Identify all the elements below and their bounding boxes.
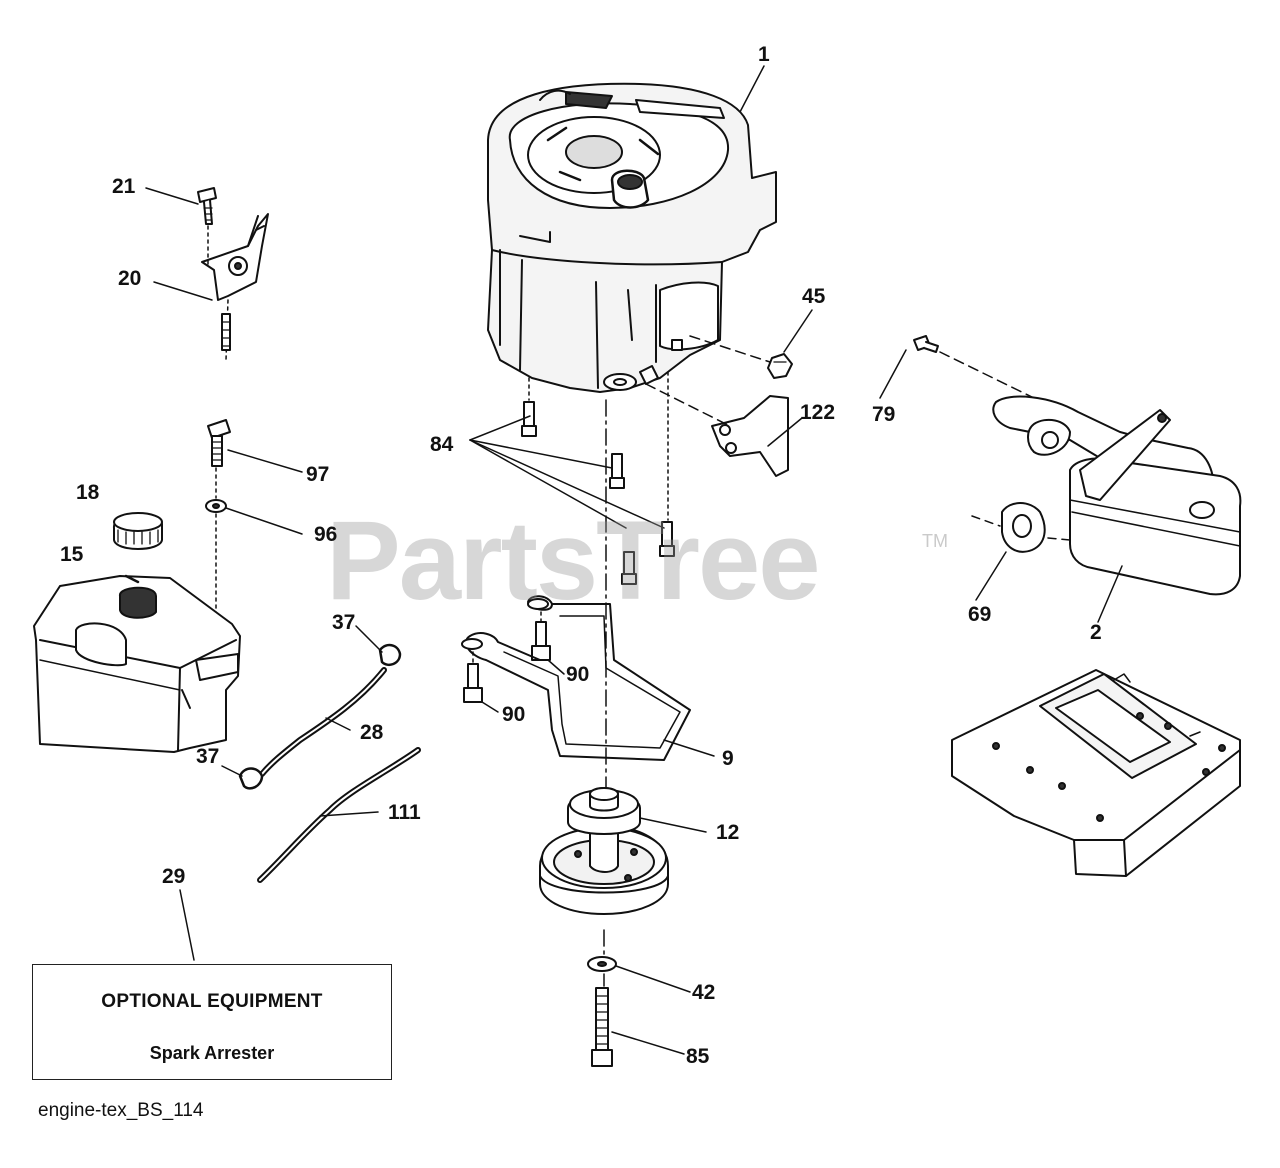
callout-1[interactable]: 1 xyxy=(758,43,770,66)
screw-97-part[interactable] xyxy=(207,419,231,467)
screw-79-part[interactable] xyxy=(913,335,1039,401)
crankshaft-axis xyxy=(603,399,607,987)
callout-12[interactable]: 12 xyxy=(716,821,740,844)
callout-37-upper[interactable]: 37 xyxy=(332,611,356,634)
fuel-cap-18-part[interactable] xyxy=(113,512,163,550)
screw-21-part[interactable] xyxy=(197,187,217,267)
callout-9[interactable]: 9 xyxy=(722,747,734,770)
fuel-line-28-part[interactable] xyxy=(259,667,387,777)
callout-79[interactable]: 79 xyxy=(872,403,896,426)
callout-96[interactable]: 96 xyxy=(314,523,338,546)
diagram-caption: engine-tex_BS_114 xyxy=(38,1100,204,1121)
bracket-122-part[interactable] xyxy=(645,383,789,477)
callout-15[interactable]: 15 xyxy=(60,543,84,566)
leader-lines xyxy=(145,65,1123,1055)
fuel-line-111-part[interactable] xyxy=(257,747,421,883)
bolt-90-part[interactable] xyxy=(463,611,551,703)
callout-21[interactable]: 21 xyxy=(112,175,136,198)
callout-90-upper[interactable]: 90 xyxy=(566,663,590,686)
callout-37-lower[interactable]: 37 xyxy=(196,745,220,768)
washer-42-part[interactable] xyxy=(587,956,617,972)
throttle-control-part[interactable] xyxy=(201,213,269,361)
callout-85[interactable]: 85 xyxy=(686,1045,710,1068)
callout-20[interactable]: 20 xyxy=(118,267,142,290)
callout-69[interactable]: 69 xyxy=(968,603,992,626)
bracket-9-part[interactable] xyxy=(461,595,691,761)
callout-28[interactable]: 28 xyxy=(360,721,384,744)
engine-mount-plate xyxy=(951,669,1241,877)
engine-part[interactable] xyxy=(487,82,777,393)
callout-42[interactable]: 42 xyxy=(692,981,716,1004)
pulley-12-part[interactable] xyxy=(539,787,669,915)
clamp-37-part[interactable] xyxy=(378,643,402,666)
spark-arrester-item[interactable]: Spark Arrester xyxy=(149,1043,275,1063)
bolt-85-part[interactable] xyxy=(591,987,613,1067)
trademark-symbol: TM xyxy=(922,531,948,551)
callout-84[interactable]: 84 xyxy=(430,433,454,456)
callout-45[interactable]: 45 xyxy=(802,285,826,308)
callout-90-lower[interactable]: 90 xyxy=(502,703,526,726)
gasket-69-part[interactable] xyxy=(971,502,1071,553)
callout-111[interactable]: 111 xyxy=(388,801,421,824)
callout-2[interactable]: 2 xyxy=(1090,621,1102,644)
callout-18[interactable]: 18 xyxy=(76,481,100,504)
optional-equipment-title: OPTIONAL EQUIPMENT xyxy=(101,991,323,1012)
nut-45-part[interactable] xyxy=(689,335,793,379)
muffler-2-part[interactable] xyxy=(992,395,1242,596)
partstree-watermark: PartsTree xyxy=(326,498,821,623)
callout-97[interactable]: 97 xyxy=(306,463,330,486)
callout-122[interactable]: 122 xyxy=(800,401,836,424)
optional-equipment-box: OPTIONAL EQUIPMENT Spark Arrester xyxy=(32,964,392,1080)
fuel-tank-15-part[interactable] xyxy=(33,574,241,753)
washer-96-part[interactable] xyxy=(205,467,227,671)
callout-29[interactable]: 29 xyxy=(162,865,186,888)
clamp-37-lower-part[interactable] xyxy=(238,767,264,790)
